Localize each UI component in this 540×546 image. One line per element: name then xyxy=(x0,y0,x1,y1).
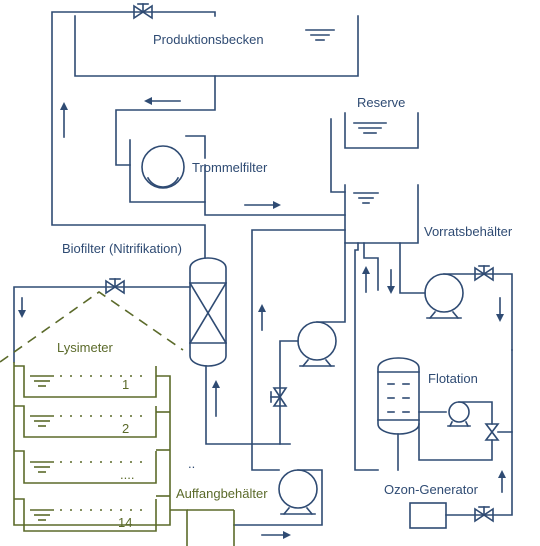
flow-arrow-right-icon xyxy=(261,531,291,539)
greenhouse-roof xyxy=(0,291,184,363)
lysimeter-number: 14 xyxy=(118,515,132,530)
valve-icon xyxy=(474,506,494,523)
flow-arrow-down-icon xyxy=(18,297,26,318)
ozon-generator: Ozon-Generator xyxy=(384,431,513,529)
pump-icon xyxy=(424,273,464,313)
pump-icon xyxy=(297,321,337,361)
pipe-reserve-overflow xyxy=(330,118,346,193)
flow-arrow-down-icon xyxy=(496,297,504,322)
reserve-tank: Reserve xyxy=(344,95,419,149)
biofilter-column: Biofilter (Nitrifikation) xyxy=(62,241,228,367)
pipe-main-vertical xyxy=(251,229,346,471)
valve-icon xyxy=(133,4,145,20)
auffangbehaelter-label: Auffangbehälter xyxy=(176,486,268,501)
valve-icon xyxy=(105,278,125,295)
return-pipe-top xyxy=(51,3,216,259)
water-level-icon xyxy=(305,29,335,41)
ozon-generator-label: Ozon-Generator xyxy=(384,482,479,497)
lysimeter-label: Lysimeter xyxy=(57,340,114,355)
flow-arrow-up-icon xyxy=(258,304,266,331)
vorratsbehaelter-tank: Vorratsbehälter xyxy=(344,184,513,244)
flotation-column: Flotation xyxy=(377,357,478,435)
valve-vertical-icon xyxy=(270,387,288,407)
pipe-biofilter-bottom xyxy=(205,365,291,445)
produktionsbecken-tank: Produktionsbecken xyxy=(74,15,359,77)
pipe-flotation-return xyxy=(354,242,379,471)
valve-icon xyxy=(474,265,494,282)
lysimeter-unit: 2 xyxy=(14,405,157,438)
flotation-label: Flotation xyxy=(428,371,478,386)
pipe-flotation-inlet xyxy=(363,242,379,291)
pipe-to-trommelfilter xyxy=(115,75,216,166)
ozone-loop xyxy=(418,349,513,461)
auffangbehaelter-tank: Auffangbehälter .. xyxy=(170,456,268,546)
flow-arrow-down-icon xyxy=(387,269,395,294)
pump-icon xyxy=(278,469,318,509)
flow-arrow-up-icon xyxy=(212,380,220,417)
pipe-to-vorratsbehaelter xyxy=(204,201,346,216)
pipe-to-lysimeter xyxy=(13,286,191,363)
lysimeter-number: 2 xyxy=(122,421,129,436)
lysimeter-unit: 1 xyxy=(14,365,157,398)
lysimeter-number: 1 xyxy=(122,377,129,392)
injector-icon xyxy=(484,423,500,434)
lysimeter-unit: .... xyxy=(14,450,157,484)
auffang-pump xyxy=(233,469,323,526)
reserve-label: Reserve xyxy=(357,95,405,110)
vorratsbehaelter-label: Vorratsbehälter xyxy=(424,224,513,239)
lysimeter-number: .... xyxy=(120,467,134,482)
trommelfilter-label: Trommelfilter xyxy=(192,160,268,175)
pipe-to-right-pump xyxy=(399,242,426,294)
ellipsis-text: .. xyxy=(188,456,195,471)
pump-icon xyxy=(448,401,470,423)
biofilter-label: Biofilter (Nitrifikation) xyxy=(62,241,182,256)
flotation-pump xyxy=(424,273,513,351)
trommelfilter-unit: Trommelfilter xyxy=(129,135,268,203)
flow-arrow-up-icon xyxy=(362,266,370,293)
flow-arrow-right-icon xyxy=(244,201,281,209)
biofilter-pump xyxy=(279,242,346,445)
flow-arrow-up-icon xyxy=(60,102,68,138)
produktionsbecken-label: Produktionsbecken xyxy=(153,32,264,47)
flow-arrow-up-icon xyxy=(498,470,506,493)
drum-icon xyxy=(141,145,185,189)
flow-arrow-left-icon xyxy=(144,97,181,105)
lysimeter-unit: 14 xyxy=(14,498,157,532)
lysimeter-group: Lysimeter 1 2 xyxy=(0,291,268,546)
